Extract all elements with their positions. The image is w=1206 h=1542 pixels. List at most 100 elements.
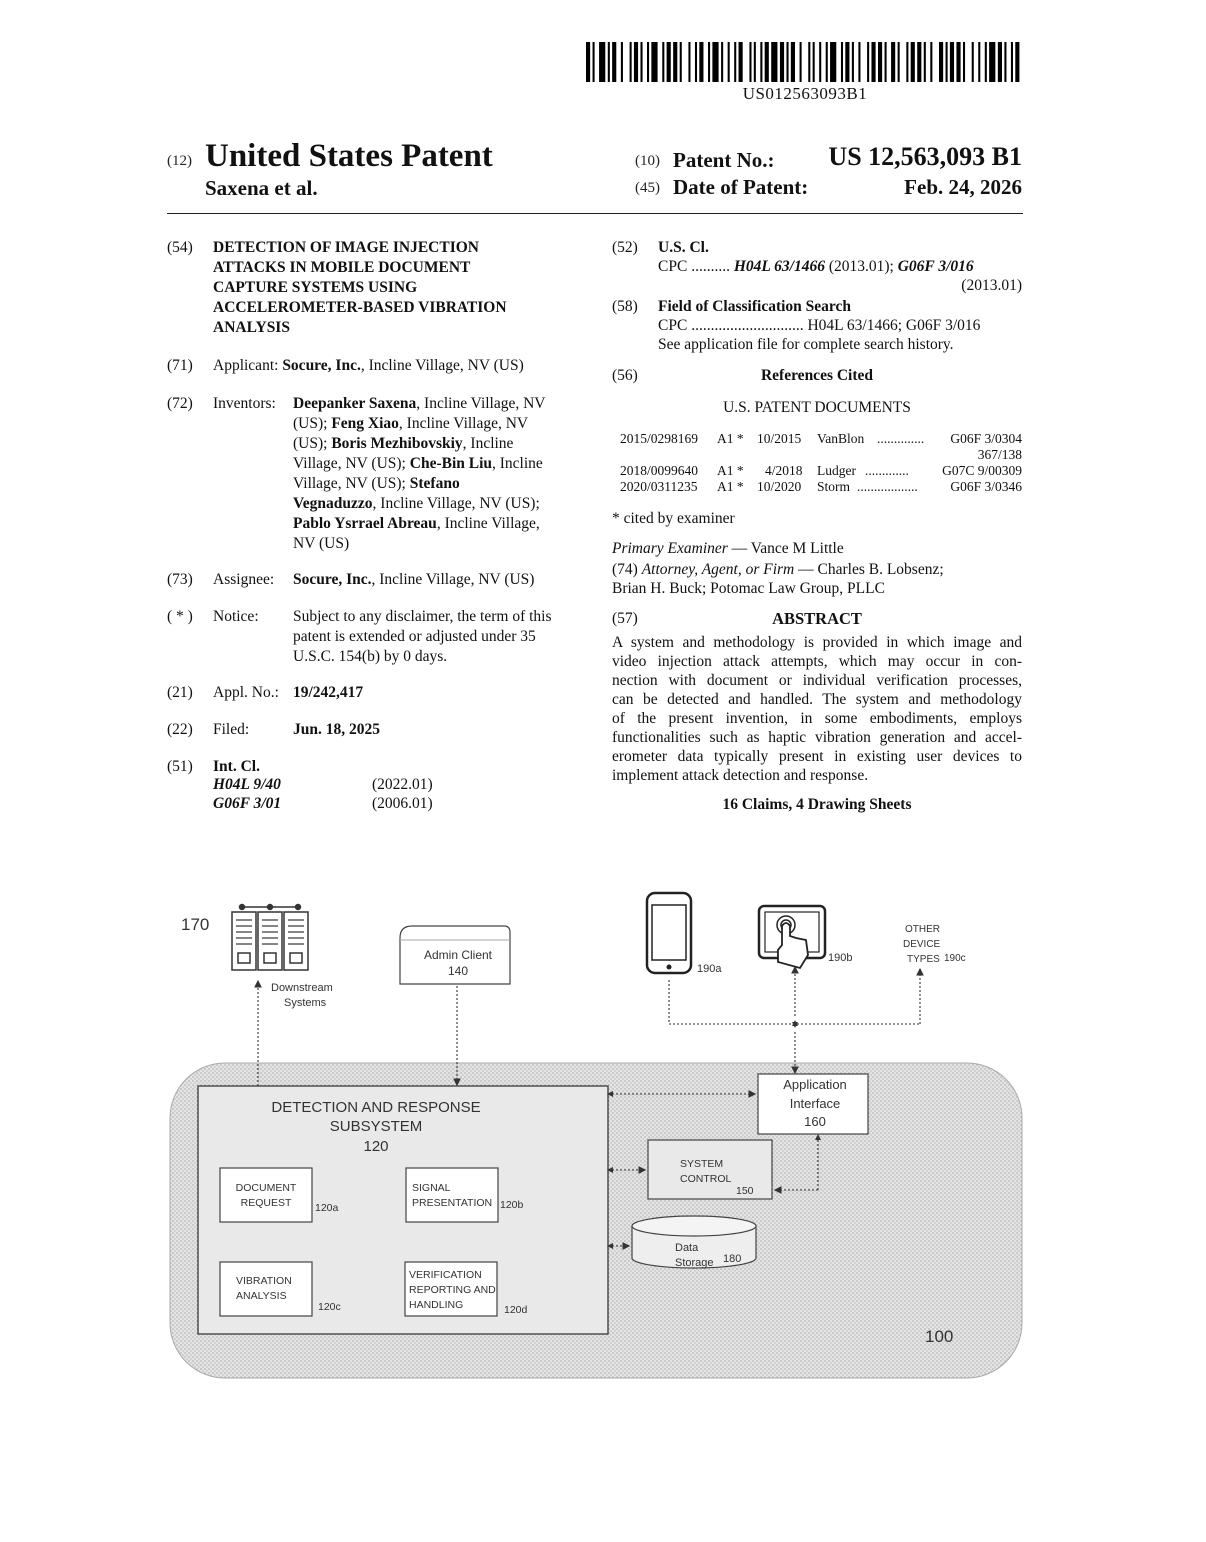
downstream-2: Systems [284, 997, 327, 1009]
field-cpc-label: CPC [658, 317, 688, 334]
barcode-bar [989, 42, 996, 82]
vibration-analysis-box [219, 1261, 313, 1317]
abstract-line: video injection attack attempts, which m… [612, 653, 1022, 670]
verification-2: REPORTING AND [409, 1284, 496, 1296]
patent-date: Feb. 24, 2026 [904, 175, 1022, 199]
ref-120b: 120b [500, 1199, 524, 1211]
cpc-label: CPC [658, 258, 688, 275]
abstract-line: can be detected and handled. The system … [612, 691, 1022, 708]
code-notice: ( * ) [167, 608, 193, 625]
applicant-location: , Incline Village, NV (US) [360, 357, 524, 374]
primary-examiner: Primary Examiner — Vance M Little [612, 539, 844, 559]
barcode-bars [586, 42, 1020, 82]
inventors-line: Vegnaduzzo, Incline Village, NV (US); [293, 494, 583, 514]
ref-extra-class: 367/138 [977, 447, 1022, 462]
other-device-2: DEVICE [903, 939, 941, 950]
inventors-label: Inventors: [213, 395, 276, 412]
inventor-location: Village, NV (US); [293, 455, 410, 472]
barcode-bar [666, 42, 671, 82]
barcode-bar [760, 42, 763, 82]
application-interface-box [757, 1073, 869, 1135]
verification-reporting-box [404, 1261, 498, 1317]
arrowhead [815, 1134, 821, 1140]
applicant-label: Applicant: [213, 357, 279, 374]
references-label: References Cited [760, 367, 874, 384]
notice-text: Subject to any disclaimer, the term of t… [293, 607, 583, 667]
barcode-bar [734, 42, 737, 82]
arrowhead [607, 1091, 613, 1097]
inventor-name: Stefano [409, 475, 460, 492]
ref-number: 2015/0298169 [620, 431, 699, 446]
ref-number: 2018/0099640 [620, 463, 699, 478]
inventors-line: Village, NV (US); Che-Bin Liu, Incline [293, 454, 583, 474]
barcode-bar [721, 42, 724, 82]
code-21: (21) [167, 684, 193, 701]
inventor-name: Pablo Ysrrael Abreau [293, 515, 437, 532]
barcode-bar [858, 42, 861, 82]
app-interface-3: 160 [804, 1114, 826, 1129]
ref-190b: 190b [828, 952, 852, 964]
server-rack-icon [231, 903, 309, 971]
assignee-location: , Incline Village, NV (US) [371, 571, 535, 588]
code-45: (45) [635, 180, 660, 196]
barcode-bar [738, 42, 743, 82]
barcode-number: US012563093B1 [742, 84, 868, 103]
notice-line: Subject to any disclaimer, the term of t… [293, 608, 552, 625]
abstract-line: implement attack detection and response. [612, 767, 869, 784]
date-label: Date of Patent: [673, 175, 809, 199]
barcode-bar [749, 42, 752, 82]
us-cl-cpc: CPC .......... H04L 63/1466 (2013.01); G… [658, 257, 974, 277]
abstract-line: A system and methodology is provided in … [612, 634, 1022, 651]
ref-dots: .............. [877, 431, 925, 446]
inventors-line: Deepanker Saxena, Incline Village, NV [293, 394, 583, 414]
barcode-bar [790, 42, 795, 82]
code-74: (74) [612, 561, 638, 578]
examiner-name: — Vance M Little [727, 540, 844, 557]
app-interface-1: Application [783, 1077, 847, 1092]
reference-row: 2018/0099640 A1 * 4/2018 Ludger ........… [620, 463, 1022, 479]
barcode-bar [978, 42, 981, 82]
ref-kind: A1 * [717, 463, 744, 478]
cpc-version: (2013.01); [824, 258, 898, 275]
examiner-label: Primary Examiner [612, 540, 728, 557]
ref-190c: 190c [944, 953, 966, 964]
inventor-name: Vegnaduzzo [293, 495, 373, 512]
drs-title-2: SUBSYSTEM [330, 1118, 423, 1135]
barcode-bar [825, 42, 828, 82]
field-codes: H04L 63/1466; G06F 3/016 [803, 317, 981, 334]
abstract-line: nection with document or individual veri… [612, 672, 1022, 689]
applicant-name: Socure, Inc. [282, 357, 361, 374]
barcode-bar [727, 42, 730, 82]
barcode [586, 42, 1024, 82]
notice-line: U.S.C. 154(b) by 0 days. [293, 648, 448, 665]
field-dots: ............................. [691, 317, 804, 334]
int-cl-version: (2022.01) [372, 776, 433, 793]
ref-class: G06F 3/0346 [950, 479, 1022, 494]
attorney-line-1: — Charles B. Lobsenz; [794, 561, 944, 578]
barcode-bar [786, 42, 789, 82]
int-cl-code: H04L 9/40 [213, 776, 281, 793]
barcode-bar [819, 42, 822, 82]
data-storage-2: Storage [675, 1257, 714, 1269]
tablet-touch-icon [757, 904, 827, 970]
barcode-bar [629, 42, 632, 82]
data-storage-1: Data [675, 1242, 699, 1254]
signal-presentation-2: PRESENTATION [412, 1197, 492, 1209]
inventor-location: Village, NV (US); [293, 475, 410, 492]
ref-dots: .................. [857, 479, 918, 494]
system-control-1: SYSTEM [680, 1158, 723, 1170]
ref-number: 2020/0311235 [620, 479, 698, 494]
code-71: (71) [167, 357, 193, 374]
drs-title-3: 120 [363, 1138, 388, 1155]
barcode-bar [906, 42, 909, 82]
code-12: (12) [167, 153, 192, 169]
barcode-bar [799, 42, 802, 82]
ref-120a: 120a [315, 1202, 339, 1214]
invention-title: DETECTION OF IMAGE INJECTION ATTACKS IN … [213, 238, 593, 338]
signal-presentation-1: SIGNAL [412, 1182, 451, 1194]
barcode-bar [607, 42, 610, 82]
attorney-line-2: Brian H. Buck; Potomac Law Group, PLLC [612, 580, 885, 597]
code-57: (57) [612, 610, 638, 627]
barcode-bar [708, 42, 711, 82]
inventors-line: (US); Feng Xiao, Incline Village, NV [293, 414, 583, 434]
